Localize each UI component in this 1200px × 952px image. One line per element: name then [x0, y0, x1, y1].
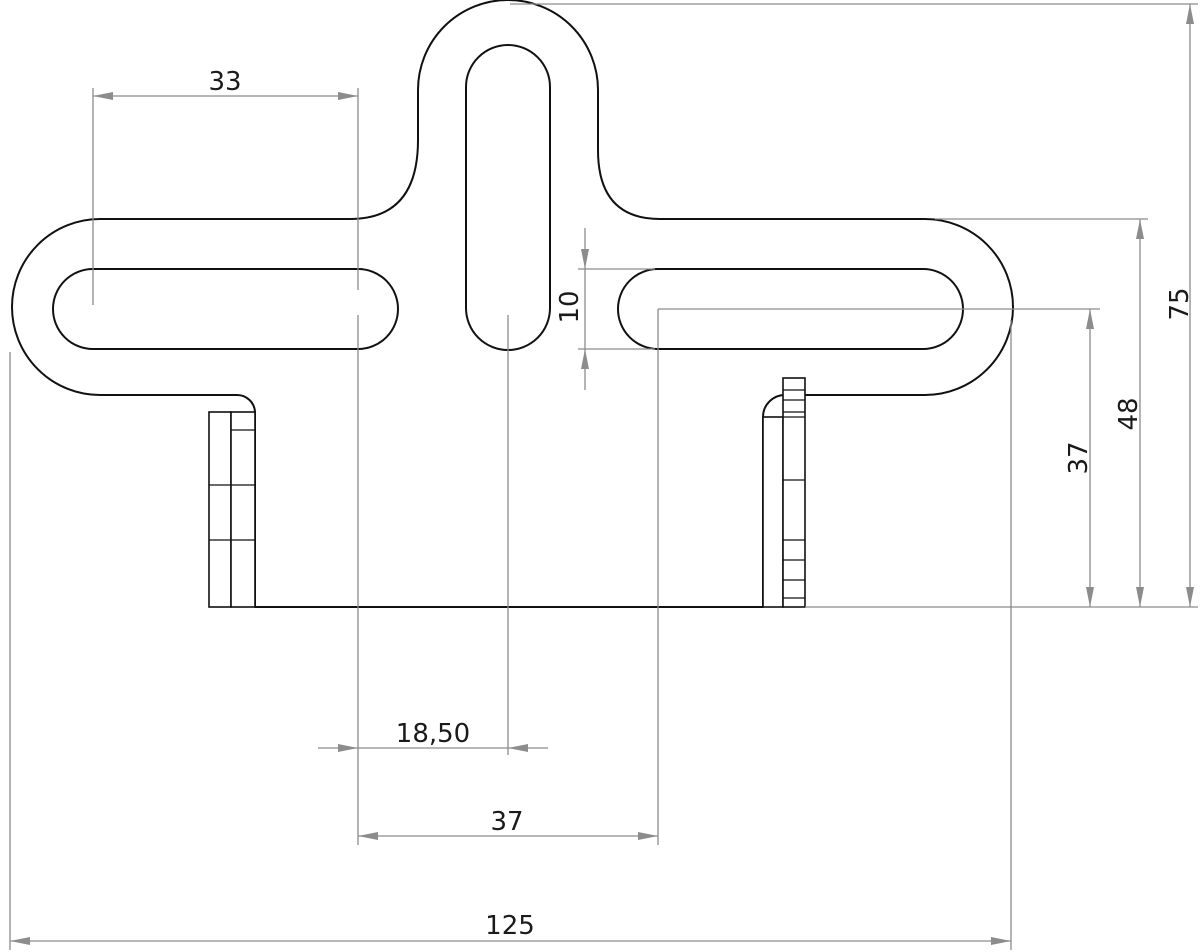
dim-125-label: 125 [485, 911, 535, 941]
extension-lines [9, 3, 1198, 950]
dim-37-vertical [1086, 309, 1094, 607]
dim-33 [93, 92, 358, 100]
left-slot [52, 268, 399, 350]
dim-37-vertical-label: 37 [1064, 441, 1094, 474]
dim-10 [581, 228, 589, 390]
dim-75 [1186, 4, 1194, 607]
dim-37-horizontal [358, 832, 658, 840]
dim-48-label: 48 [1114, 397, 1144, 430]
dim-18-50 [318, 744, 548, 752]
dim-125 [10, 937, 1011, 945]
part-outline [11, 0, 1014, 608]
dim-75-label: 75 [1165, 287, 1195, 320]
dim-10-label: 10 [555, 290, 585, 323]
left-tab [208, 411, 256, 608]
dim-33-label: 33 [208, 67, 241, 97]
right-tab [762, 377, 806, 608]
right-slot [617, 268, 964, 350]
vertical-slot [465, 44, 551, 351]
dim-48 [1136, 219, 1144, 607]
dim-18-50-label: 18,50 [396, 719, 470, 749]
dim-37-horizontal-label: 37 [490, 807, 523, 837]
